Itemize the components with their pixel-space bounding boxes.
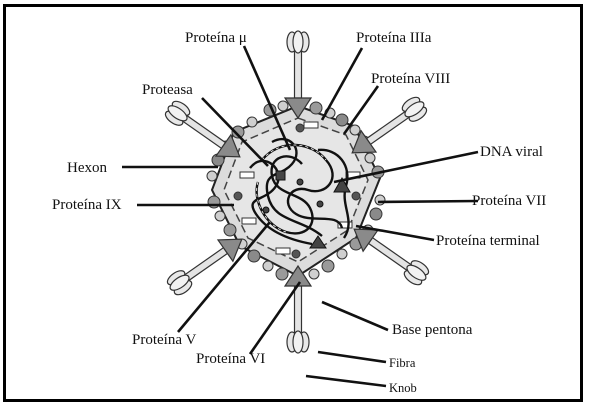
label-proteina-ix: Proteína IX — [52, 197, 122, 213]
label-proteina-terminal: Proteína terminal — [436, 233, 540, 249]
label-base-pentona: Base pentona — [392, 322, 473, 338]
label-proteina-vii: Proteína VII — [472, 193, 546, 209]
label-proteina-vi: Proteína VI — [196, 351, 265, 367]
label-proteina-v: Proteína V — [132, 332, 196, 348]
label-knob: Knob — [389, 381, 417, 395]
label-fibra: Fibra — [389, 356, 416, 370]
label-proteina-iiia: Proteína IIIa — [356, 30, 432, 46]
label-dna-viral: DNA viral — [480, 144, 543, 160]
label-proteasa: Proteasa — [142, 82, 193, 98]
label-proteina-mu: Proteína μ — [185, 30, 247, 46]
label-proteina-viii: Proteína VIII — [371, 71, 450, 87]
label-hexon: Hexon — [67, 160, 107, 176]
